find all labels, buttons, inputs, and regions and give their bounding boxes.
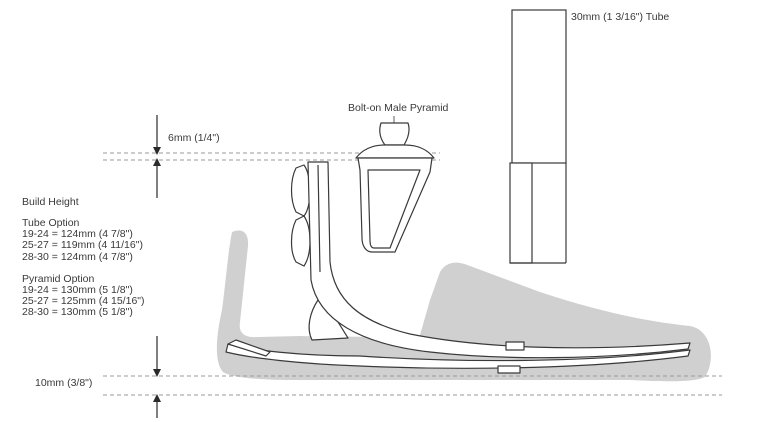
rear-pad-upper — [290, 164, 311, 217]
build-height-block: Build Height Tube Option 19-24 = 124mm (… — [22, 196, 145, 319]
tube-option-row: 19-24 = 124mm (4 7/8") — [22, 228, 133, 240]
toe-clip-top — [505, 341, 525, 351]
toe-plate — [225, 343, 691, 369]
heel-plate-tip — [227, 339, 271, 357]
rear-pad-lower — [290, 215, 311, 267]
tube-option-title: Tube Option — [22, 217, 80, 229]
toe-clip-bottom — [497, 365, 521, 374]
foot-shell-silhouette — [216, 230, 711, 382]
spring-inner-line — [317, 164, 321, 273]
pyramid-option-row: 19-24 = 130mm (5 1/8") — [22, 283, 133, 296]
pyramid-knob — [379, 122, 410, 146]
build-height-title: Build Height — [22, 196, 79, 208]
foot-keel — [225, 161, 691, 374]
pyramid-option-title: Pyramid Option — [22, 272, 95, 285]
top-gap-label: 6mm (1/4") — [168, 132, 220, 144]
pyramid-bracket — [357, 157, 433, 253]
pyramid-adapter — [355, 122, 435, 253]
pyramid-option-row: 25-27 = 125mm (4 15/16") — [22, 295, 145, 308]
pyramid-bracket-inner — [367, 169, 421, 249]
bottom-gap-label: 10mm (3/8") — [35, 377, 93, 389]
pyramid-base-plate — [355, 144, 435, 159]
pyramid-label: Bolt-on Male Pyramid — [348, 102, 449, 114]
main-spring — [307, 161, 691, 359]
tube-label: 30mm (1 3/16") Tube — [571, 11, 670, 23]
tube — [509, 9, 567, 264]
tube-upper — [511, 9, 567, 164]
tube-lower — [509, 162, 533, 264]
tube-option-row: 28-30 = 124mm (4 7/8") — [22, 250, 133, 263]
pyramid-option-row: 28-30 = 130mm (5 1/8") — [22, 306, 133, 319]
tube-option-row: 25-27 = 119mm (4 11/16") — [22, 239, 143, 252]
